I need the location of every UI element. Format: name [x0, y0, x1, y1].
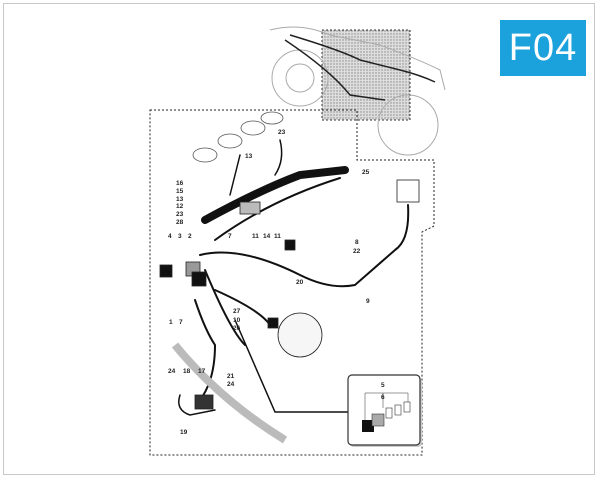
- detail-boundary: [149, 109, 435, 456]
- callout-23: 23: [278, 129, 286, 136]
- callout-24: 24: [227, 381, 235, 388]
- connector-detail-inset: [347, 374, 422, 447]
- callout-19: 19: [180, 429, 188, 436]
- components: [159, 179, 420, 410]
- motorcycle-overview: [269, 26, 446, 156]
- throttle-bodies: [192, 111, 284, 163]
- callout-6: 6: [381, 394, 385, 401]
- callout-26: 26: [233, 325, 241, 332]
- callout-5: 5: [381, 382, 385, 389]
- page-frame: [3, 3, 595, 475]
- figure-code-badge: F04: [500, 20, 586, 76]
- callout-25: 25: [362, 169, 370, 176]
- callout-23: 23: [176, 211, 184, 218]
- callout-18: 18: [183, 368, 191, 375]
- callout-17: 17: [198, 368, 206, 375]
- callout-8: 8: [355, 239, 359, 246]
- callout-10: 10: [233, 317, 241, 324]
- callout-9: 9: [366, 298, 370, 305]
- callout-22: 22: [353, 248, 361, 255]
- callout-16: 16: [176, 180, 184, 187]
- callout-24: 24: [168, 368, 176, 375]
- callout-12: 12: [176, 203, 184, 210]
- callout-1: 1: [169, 319, 173, 326]
- handlebar: [171, 342, 288, 444]
- callout-7: 7: [228, 233, 232, 240]
- callout-28: 28: [176, 219, 184, 226]
- callout-27: 27: [233, 308, 241, 315]
- callout-13: 13: [245, 153, 253, 160]
- callout-3: 3: [178, 233, 182, 240]
- callout-2: 2: [188, 233, 192, 240]
- callout-21: 21: [227, 373, 235, 380]
- callout-7: 7: [179, 319, 183, 326]
- callout-13: 13: [176, 196, 184, 203]
- callout-15: 15: [176, 188, 184, 195]
- callout-4: 4: [168, 233, 172, 240]
- callout-11: 11: [274, 233, 281, 240]
- callout-20: 20: [296, 279, 304, 286]
- callout-11: 11: [252, 233, 259, 240]
- callout-14: 14: [263, 233, 271, 240]
- main-harness: [178, 139, 410, 416]
